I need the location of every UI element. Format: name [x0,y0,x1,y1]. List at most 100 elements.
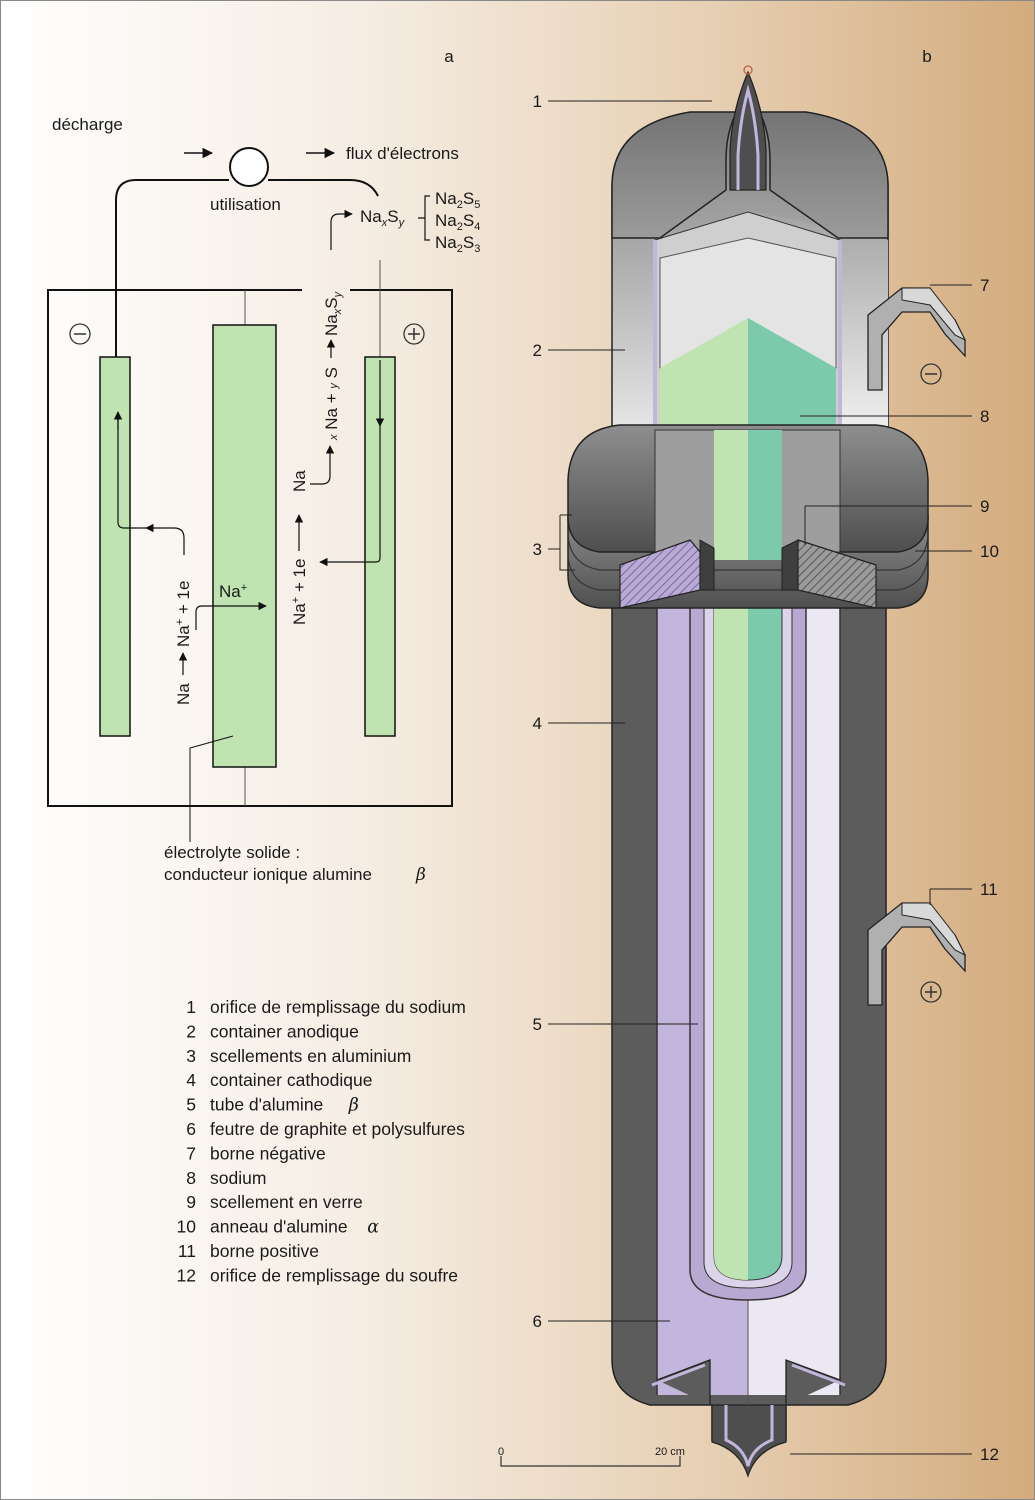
sodium-fill-lining [736,84,760,190]
product-brace [418,195,430,241]
electrolyte-label-1: électrolyte solide : [164,843,300,862]
circuit-wire-right [268,179,379,197]
anode-inner-wall [659,237,837,369]
glass-seal-right [781,539,799,591]
electrolyte-leader [189,735,234,842]
legend-number: 11 [178,1241,196,1261]
negative-terminal-top [901,287,967,342]
callout-number: 1 [533,92,542,111]
callout-number: 6 [533,1312,542,1331]
anode-electrode [99,356,131,737]
legend-text: borne négative [210,1143,326,1163]
circuit-wire-left [115,179,229,360]
scale-bar-line [500,1456,681,1467]
left-na-label: Na [174,683,193,705]
positive-terminal-sign [920,981,942,1003]
scale-end: 20 cm [655,1446,685,1458]
bottom-cut-lining [651,1363,846,1387]
callout-number: 12 [980,1445,999,1464]
electrolyte-label-2: conducteur ionique alumine [164,865,372,884]
legend-number: 1 [186,997,196,1017]
callout-number: 3 [533,540,542,559]
legend-text: container anodique [210,1021,359,1041]
product-formula: NaxSy [360,207,406,229]
legend-number: 8 [186,1168,196,1188]
na-to-reaction-arrow [310,445,335,485]
callout-leader [548,514,575,571]
fill-tip [743,65,753,75]
legend-number: 6 [186,1119,196,1139]
electron-release-arrow [145,523,185,555]
negative-terminal-sign [920,363,942,385]
anode-electron-path [117,412,146,529]
callout-number: 8 [980,407,989,426]
center-ion-label: Na+ [219,582,247,601]
callout-number: 2 [533,341,542,360]
electrolyte-beta: β [415,865,426,885]
legend-number: 9 [186,1192,196,1212]
legend-symbol: α [367,1218,379,1238]
mid-reaction-group: Na+ + 1e Na [290,470,309,625]
panel-a-label: a [444,47,454,66]
legend-number: 4 [186,1070,196,1090]
minus-sign-circle [69,323,91,345]
anode-lining [653,240,842,430]
legend-text: borne positive [210,1241,319,1261]
felt-edges [656,600,841,1395]
legend-text: feutre de graphite et polysulfures [210,1119,465,1139]
product-na2s4: Na2S4 [435,211,480,233]
anode-cap [611,94,889,239]
callout-number: 5 [533,1015,542,1034]
legend-number: 7 [186,1143,196,1163]
legend-number: 10 [177,1217,197,1237]
load-symbol [229,147,269,187]
discharge-label: décharge [52,115,123,134]
product-na2s3: Na2S3 [435,233,480,255]
plus-sign-circle [403,323,425,345]
legend-text: container cathodique [210,1070,372,1090]
product-na2s5: Na2S5 [435,189,480,211]
legend-number: 5 [186,1095,196,1115]
panel-b-label: b [922,47,931,66]
legend-text: scellement en verre [210,1192,363,1212]
callout-number: 9 [980,497,989,516]
legend-text: scellements en aluminium [210,1046,411,1066]
legend-text: orifice de remplissage du soufre [210,1265,458,1285]
plus-sign [408,328,420,340]
callout-number: 7 [980,276,989,295]
bottom-cut-walls [656,1359,841,1405]
product-arrow [330,209,353,250]
sodium-through-ring-front [714,430,748,560]
callout-number: 10 [980,542,999,561]
left-ion-label: Na+ + 1e [174,581,193,647]
ion-transport-arrow [195,601,267,630]
left-reaction-group: Na Na+ + 1e [174,581,193,705]
right-reaction-label: x Na + y S [322,367,341,441]
mid-ion-label: Na+ + 1e [290,559,309,625]
cutaway-b [567,65,967,1479]
cathode-electron-path [319,360,381,567]
mid-na-label: Na [290,470,309,492]
callout-number: 11 [980,880,998,899]
sulfur-fill-tube-lining [724,1405,774,1467]
load-label: utilisation [210,195,281,214]
right-product-label: NaxSy [322,290,344,336]
positive-terminal-plus [925,986,937,998]
schematic-a: décharge flux d'électrons utilisation Na… [47,115,480,885]
sodium-top-right [748,318,836,430]
legend-text: tube d'alumine [210,1095,323,1115]
legend-symbol: β [348,1096,359,1116]
legend-text: sodium [210,1168,266,1188]
solid-electrolyte [212,324,277,768]
electron-flow-label: flux d'électrons [346,144,459,163]
cell-housing [47,289,453,807]
legend-text: orifice de remplissage du sodium [210,997,466,1017]
legend-number: 12 [177,1265,196,1285]
scale-start: 0 [498,1446,504,1458]
scale-bar: 0 20 cm [498,1446,685,1467]
positive-terminal-top [901,902,967,957]
callout-leader [804,505,972,545]
